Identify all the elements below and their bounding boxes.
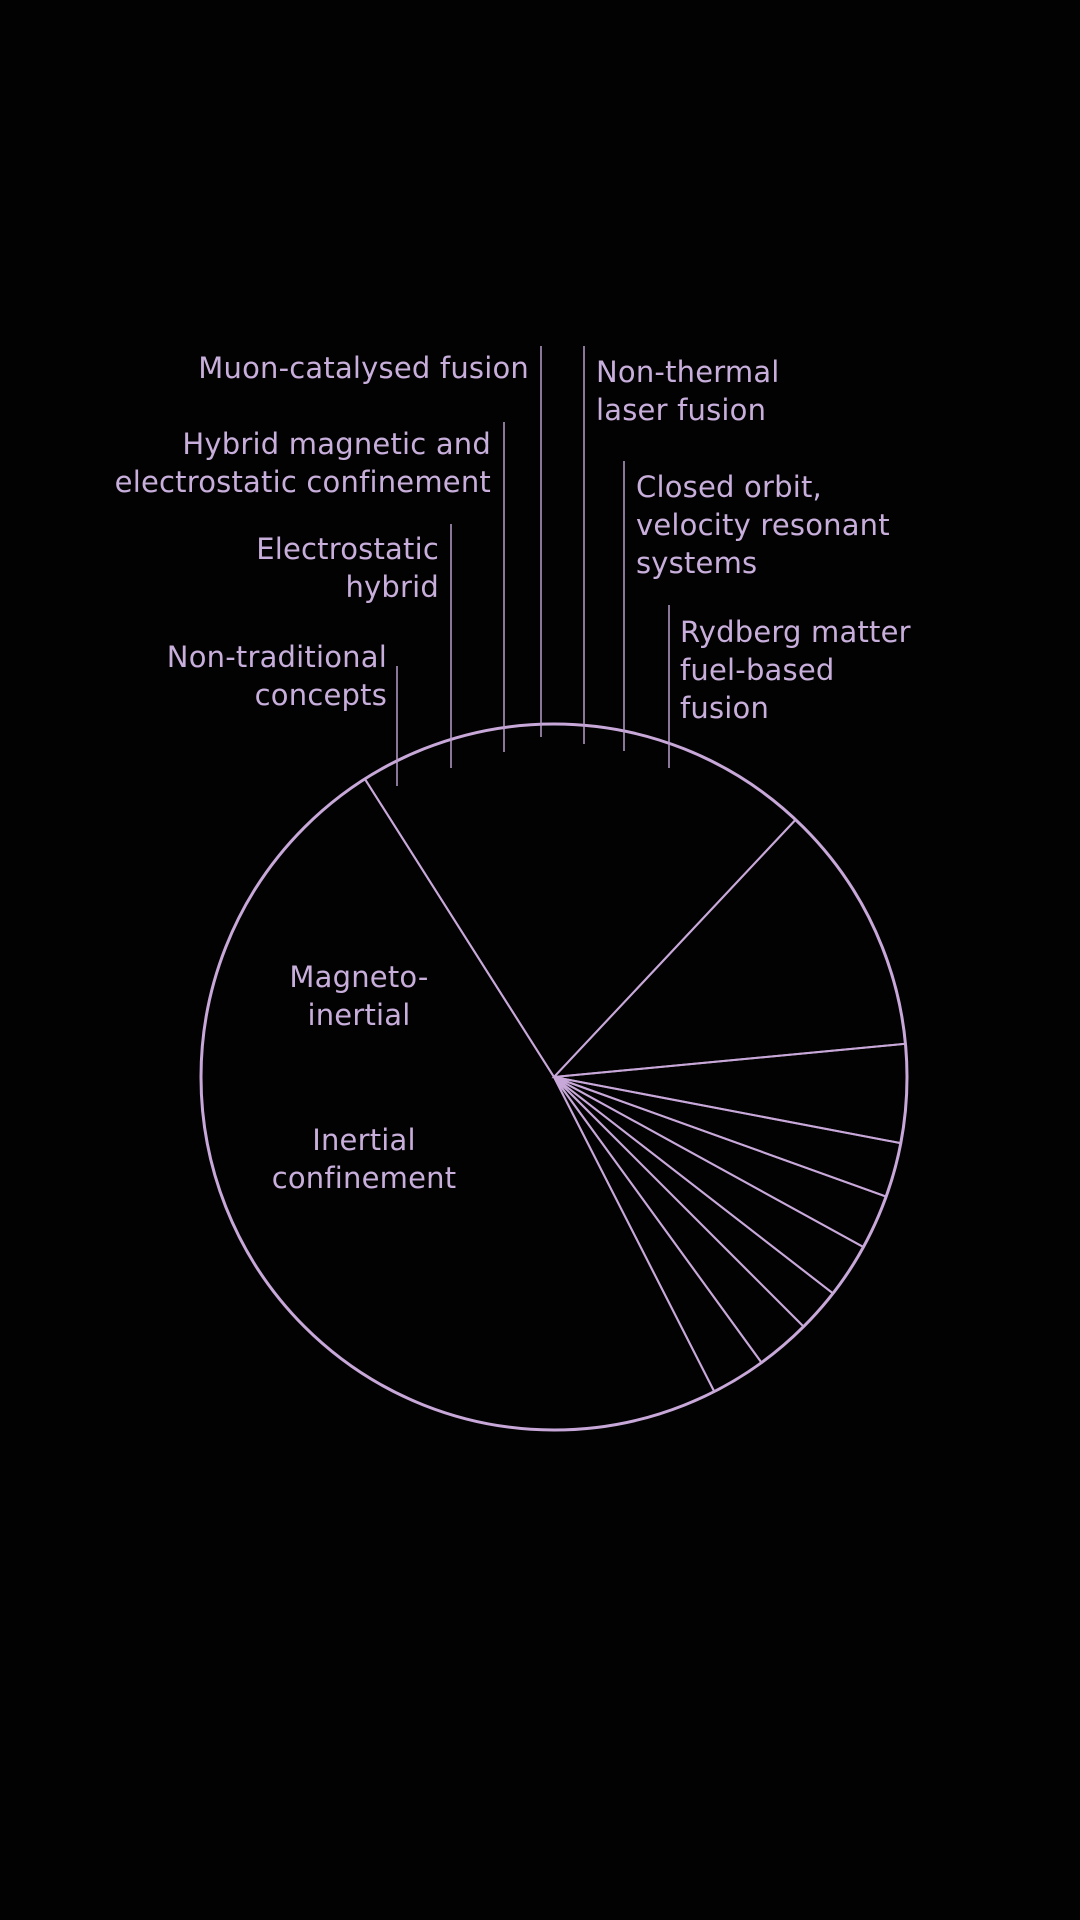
slice-label-line: Rydberg matter bbox=[680, 615, 911, 649]
pie-slice-6 bbox=[553, 1042, 908, 1145]
pie-slice-4 bbox=[553, 1076, 888, 1249]
slice-label-1: Closed orbit, velocity resonant systems bbox=[636, 470, 890, 580]
pie-slice-7 bbox=[551, 818, 907, 1079]
slice-label-line: Electrostatic bbox=[256, 532, 439, 566]
slice-label-3: Muon-catalysed fusion bbox=[198, 351, 529, 385]
slices-layer bbox=[199, 722, 909, 1432]
slice-label-line: laser fusion bbox=[596, 393, 766, 427]
pie-slice-9 bbox=[199, 777, 716, 1432]
slice-label-line: inertial bbox=[307, 998, 410, 1032]
slice-label-line: concepts bbox=[255, 678, 387, 712]
slice-label-line: systems bbox=[636, 546, 757, 580]
slice-label-2: Non-thermal laser fusion bbox=[596, 355, 780, 427]
slice-label-line: velocity resonant bbox=[636, 508, 890, 542]
slice-label-line: Inertial bbox=[312, 1123, 416, 1157]
slice-label-0: Rydberg matter fuel-based fusion bbox=[680, 615, 911, 725]
slice-label-line: Muon-catalysed fusion bbox=[198, 351, 529, 385]
slice-label-8: Inertial confinement bbox=[272, 1123, 457, 1195]
slice-label-line: Closed orbit, bbox=[636, 470, 822, 504]
pie-slice-3 bbox=[553, 1076, 865, 1295]
leader-lines-layer bbox=[396, 346, 670, 786]
slice-label-line: Hybrid magnetic and bbox=[182, 427, 491, 461]
pie-slice-0 bbox=[553, 1076, 763, 1393]
slice-label-line: fusion bbox=[680, 691, 769, 725]
slice-label-line: Non-traditional bbox=[167, 640, 387, 674]
pie-slice-2 bbox=[553, 1076, 835, 1329]
slice-label-line: Non-thermal bbox=[596, 355, 780, 389]
pie-slice-8 bbox=[363, 723, 798, 1079]
labels-layer: Rydberg matter fuel-based fusion Closed orb… bbox=[115, 351, 911, 1195]
pie-outline bbox=[199, 722, 909, 1432]
slice-label-line: confinement bbox=[272, 1161, 457, 1195]
slice-label-line: hybrid bbox=[345, 570, 439, 604]
slice-label-line: electrostatic confinement bbox=[115, 465, 491, 499]
slice-label-line: Magneto- bbox=[289, 960, 428, 994]
slice-label-6: Non-traditional concepts bbox=[167, 640, 387, 712]
slice-label-4: Hybrid magnetic and electrostatic confine… bbox=[115, 427, 491, 499]
slice-label-7: Magneto-inertial bbox=[289, 960, 428, 1032]
slice-label-5: Electrostatic hybrid bbox=[256, 532, 439, 604]
slice-label-line: fuel-based bbox=[680, 653, 835, 687]
